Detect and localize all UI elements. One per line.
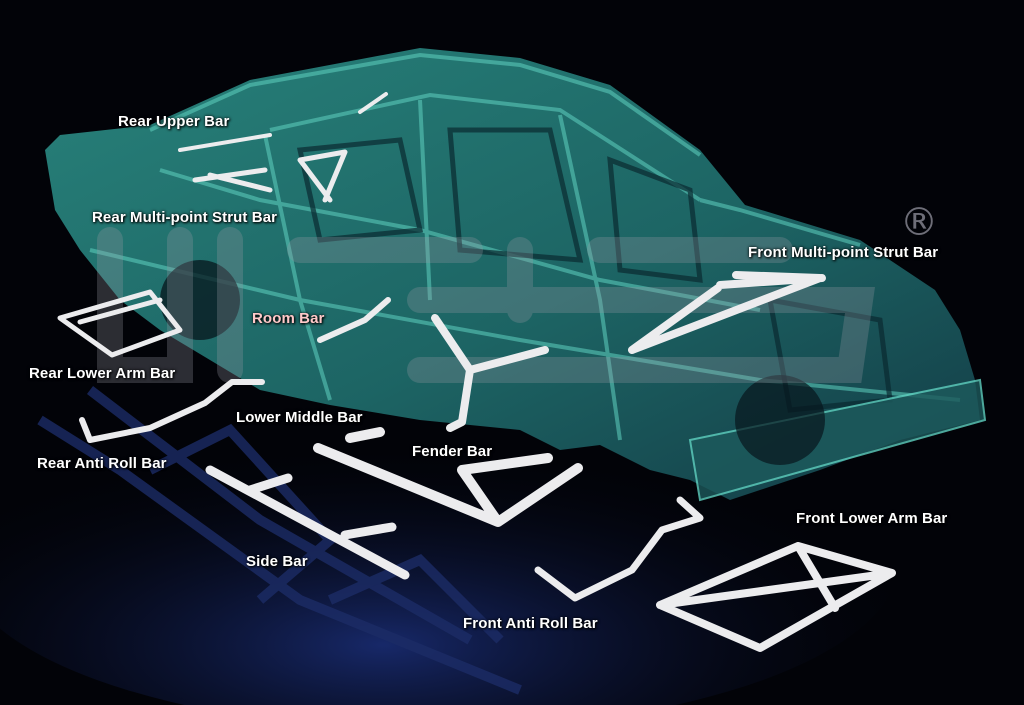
rear-lower-arm-bar-part (57, 289, 183, 358)
label-side-bar: Side Bar (246, 553, 308, 570)
label-rear-lower-arm-bar: Rear Lower Arm Bar (29, 365, 176, 382)
fender-bar-part (431, 314, 549, 432)
label-front-anti-roll-bar: Front Anti Roll Bar (463, 615, 598, 632)
rear-upper-bar-part (178, 133, 272, 152)
label-front-lower-arm-bar: Front Lower Arm Bar (796, 510, 948, 527)
label-lower-middle-bar: Lower Middle Bar (236, 409, 363, 426)
front-anti-roll-bar-part (534, 496, 704, 602)
label-fender-bar: Fender Bar (412, 443, 493, 460)
lower-middle-bar-part (313, 427, 583, 527)
label-rear-upper-bar: Rear Upper Bar (118, 113, 230, 130)
chassis-body (45, 48, 987, 502)
rear-anti-roll-bar-part (79, 379, 265, 443)
front-multi-point-strut-bar-part (628, 271, 826, 354)
registered-trademark-mark: ® (900, 200, 938, 244)
label-rear-multi-point-strut-bar: Rear Multi-point Strut Bar (92, 209, 278, 226)
rear-multi-point-strut-bar-part (192, 149, 348, 203)
bar-parts (57, 92, 896, 652)
room-bar-part (317, 297, 391, 343)
label-front-multi-point-strut-bar: Front Multi-point Strut Bar (748, 244, 939, 261)
front-lower-arm-bar-part (656, 542, 896, 652)
label-rear-anti-roll-bar: Rear Anti Roll Bar (37, 455, 167, 472)
label-room-bar: Room Bar (252, 310, 325, 327)
side-bar-part (205, 465, 410, 580)
